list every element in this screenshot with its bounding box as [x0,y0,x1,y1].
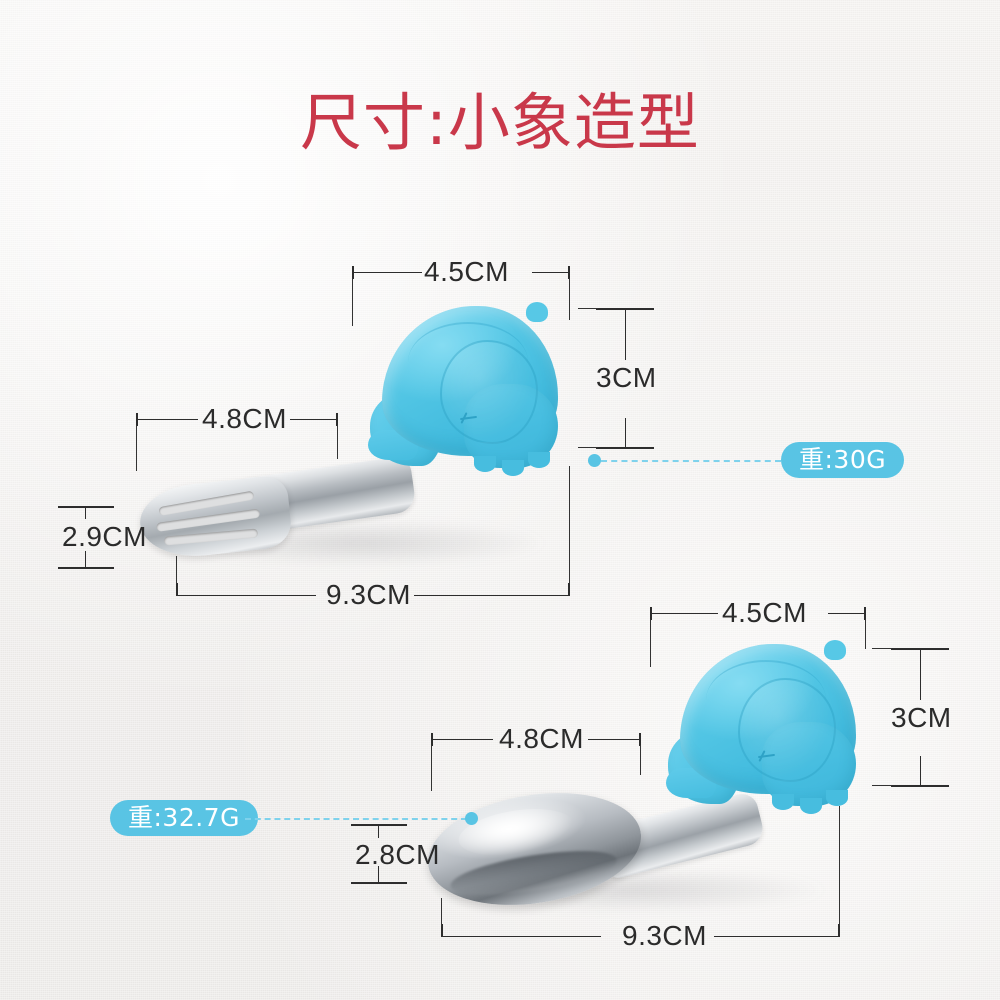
elephant-eye [460,412,482,426]
dimension-label: 4.5CM [722,597,807,628]
dimension-label: 9.3CM [326,579,411,610]
callout-dot [465,812,478,825]
dimension-label: 9.3CM [622,920,707,951]
fork-slot [163,528,259,546]
elephant-foot [772,794,794,810]
elephant-foot [502,460,524,476]
dimension-label: 4.8CM [499,723,584,754]
elephant-tail [526,302,548,322]
spoon-weight-badge: 重:32.7G [110,800,258,836]
dimension-label: 2.9CM [62,521,147,552]
fork-elephant-handle [368,300,568,482]
callout-dot [588,454,601,467]
spoon-elephant-handle [666,638,866,820]
dimension-label: 4.5CM [424,256,509,287]
page-title: 尺寸:小象造型 [300,86,700,159]
elephant-foot [800,798,822,814]
elephant-seam [408,322,528,370]
elephant-foot [528,452,550,468]
callout-leader-line [245,818,467,820]
fork-weight-badge: 重:30G [781,442,905,478]
dimension-label: 4.8CM [202,403,287,434]
elephant-seam [706,660,826,708]
elephant-eye [758,750,780,764]
callout-leader-line [601,460,781,462]
elephant-foot [474,456,496,472]
elephant-tail [824,640,846,660]
dimension-label: 3CM [891,702,952,733]
dimension-label: 3CM [596,362,657,393]
dimension-label: 2.8CM [355,839,440,870]
elephant-foot [826,790,848,806]
